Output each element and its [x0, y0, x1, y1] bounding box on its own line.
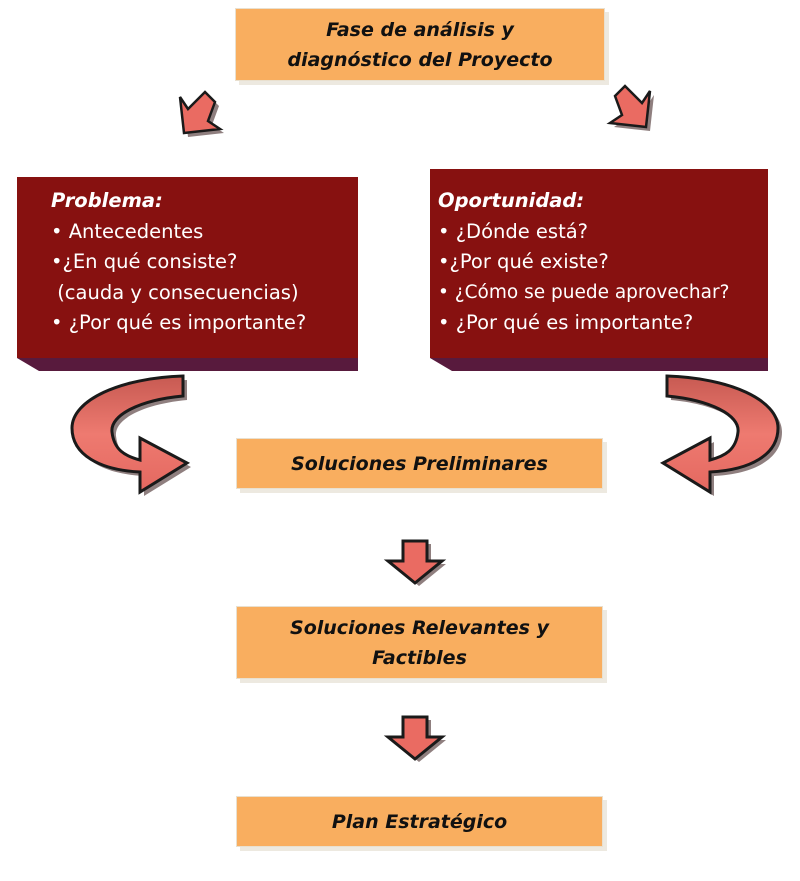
- relevant-solutions-line-1: Soluciones Relevantes y: [290, 616, 549, 639]
- header-line-2: diagnóstico del Proyecto: [287, 48, 553, 71]
- problem-item: • Antecedentes: [51, 219, 204, 243]
- strategic-plan-box: Plan Estratégico: [236, 796, 603, 847]
- problem-item: (cauda y consecuencias): [51, 280, 299, 304]
- arrow-down-1-icon: [383, 539, 447, 586]
- header-box: Fase de análisis y diagnóstico del Proye…: [235, 8, 605, 81]
- problem-box: Problema: • Antecedentes •¿En qué consis…: [17, 177, 358, 358]
- header-line-1: Fase de análisis y: [326, 18, 514, 41]
- relevant-solutions-box: Soluciones Relevantes y Factibles: [236, 606, 603, 679]
- problem-title: Problema:: [51, 189, 163, 212]
- opportunity-item: •¿Por qué existe?: [438, 250, 609, 273]
- opportunity-item: • ¿Por qué es importante?: [438, 311, 694, 334]
- preliminary-solutions-label: Soluciones Preliminares: [291, 452, 548, 475]
- arrow-diagonal-right-icon: [606, 84, 654, 131]
- arrow-curved-right-icon: [659, 374, 782, 496]
- arrow-diagonal-left-icon: [178, 90, 224, 137]
- opportunity-item: • ¿Cómo se puede aprovechar?: [438, 281, 730, 303]
- arrow-down-2-icon: [383, 715, 447, 762]
- opportunity-box-shadow: [430, 358, 768, 371]
- strategic-plan-label: Plan Estratégico: [331, 810, 508, 833]
- problem-item: •¿En qué consiste?: [51, 250, 238, 273]
- opportunity-item: • ¿Dónde está?: [438, 219, 589, 243]
- preliminary-solutions-box: Soluciones Preliminares: [236, 438, 603, 489]
- relevant-solutions-line-2: Factibles: [372, 646, 467, 669]
- problem-box-shadow: [17, 358, 358, 371]
- opportunity-title: Oportunidad:: [438, 189, 585, 212]
- problem-item: • ¿Por qué es importante?: [51, 311, 307, 334]
- opportunity-box: Oportunidad: • ¿Dónde está? •¿Por qué ex…: [430, 169, 768, 358]
- arrow-curved-left-icon: [70, 374, 191, 496]
